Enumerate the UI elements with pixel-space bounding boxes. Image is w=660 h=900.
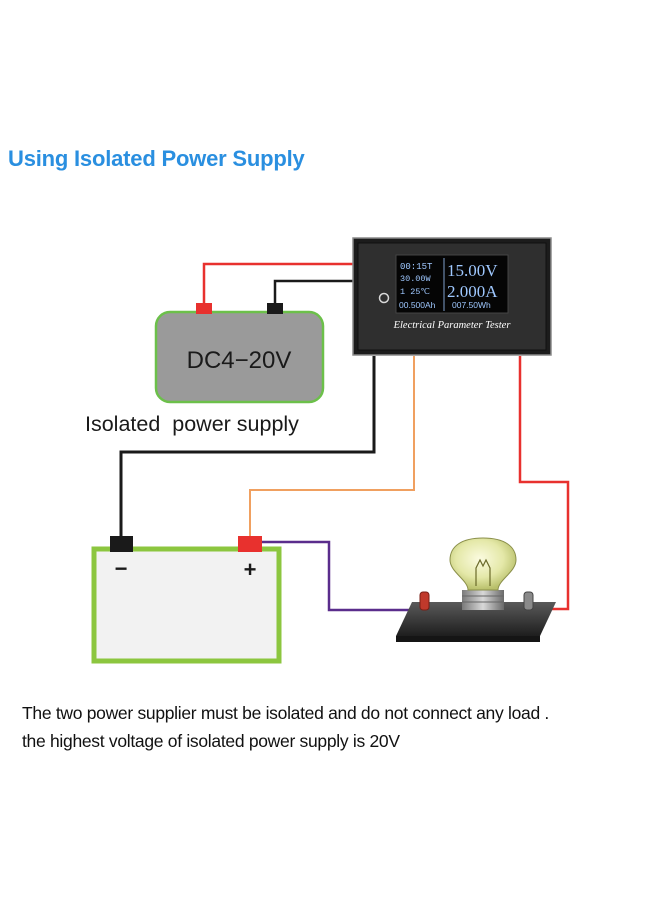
- psu-voltage-label: DC4−20V: [187, 347, 292, 374]
- meter-readout-capacity: 00.500Ah: [399, 300, 436, 310]
- meter-readout-energy: 007.50Wh: [452, 300, 491, 310]
- voltage-limit-note: the highest voltage of isolated power su…: [22, 731, 400, 751]
- battery-negative-terminal: [110, 536, 133, 552]
- light-bulb-icon: [449, 537, 517, 591]
- lamp-load: [396, 537, 556, 642]
- meter-label: Electrical Parameter Tester: [393, 320, 512, 331]
- wire-black-psu: [273, 279, 356, 304]
- wire-red-lamp: [518, 356, 570, 611]
- psu-positive-terminal: [196, 303, 212, 314]
- meter-device: 00:15T 30.00W 1 25℃ 00.500Ah 15.00V 2.00…: [352, 237, 552, 356]
- psu-caption: Isolated power supply: [85, 412, 299, 436]
- isolation-note: The two power supplier must be isolated …: [22, 703, 549, 723]
- meter-readout-time: 00:15T: [400, 262, 433, 272]
- meter-readout-current: 2.000A: [447, 282, 498, 301]
- isolated-power-supply: DC4−20V: [154, 303, 325, 404]
- wire-orange-battery: [249, 356, 415, 538]
- wire-red-psu: [202, 262, 356, 304]
- meter-readout-voltage: 15.00V: [447, 261, 498, 280]
- meter-readout-temp: 1 25℃: [400, 287, 430, 297]
- battery-minus-sign: −: [115, 556, 128, 581]
- battery: − +: [91, 536, 282, 664]
- meter-button-icon[interactable]: [378, 292, 390, 304]
- meter-readout-power: 30.00W: [400, 274, 432, 284]
- page-title: Using Isolated Power Supply: [8, 146, 305, 171]
- psu-negative-terminal: [267, 303, 283, 314]
- battery-positive-terminal: [238, 536, 262, 552]
- wire-purple-lamp: [262, 540, 416, 612]
- wire-black-battery: [119, 356, 376, 538]
- battery-plus-sign: +: [244, 557, 257, 582]
